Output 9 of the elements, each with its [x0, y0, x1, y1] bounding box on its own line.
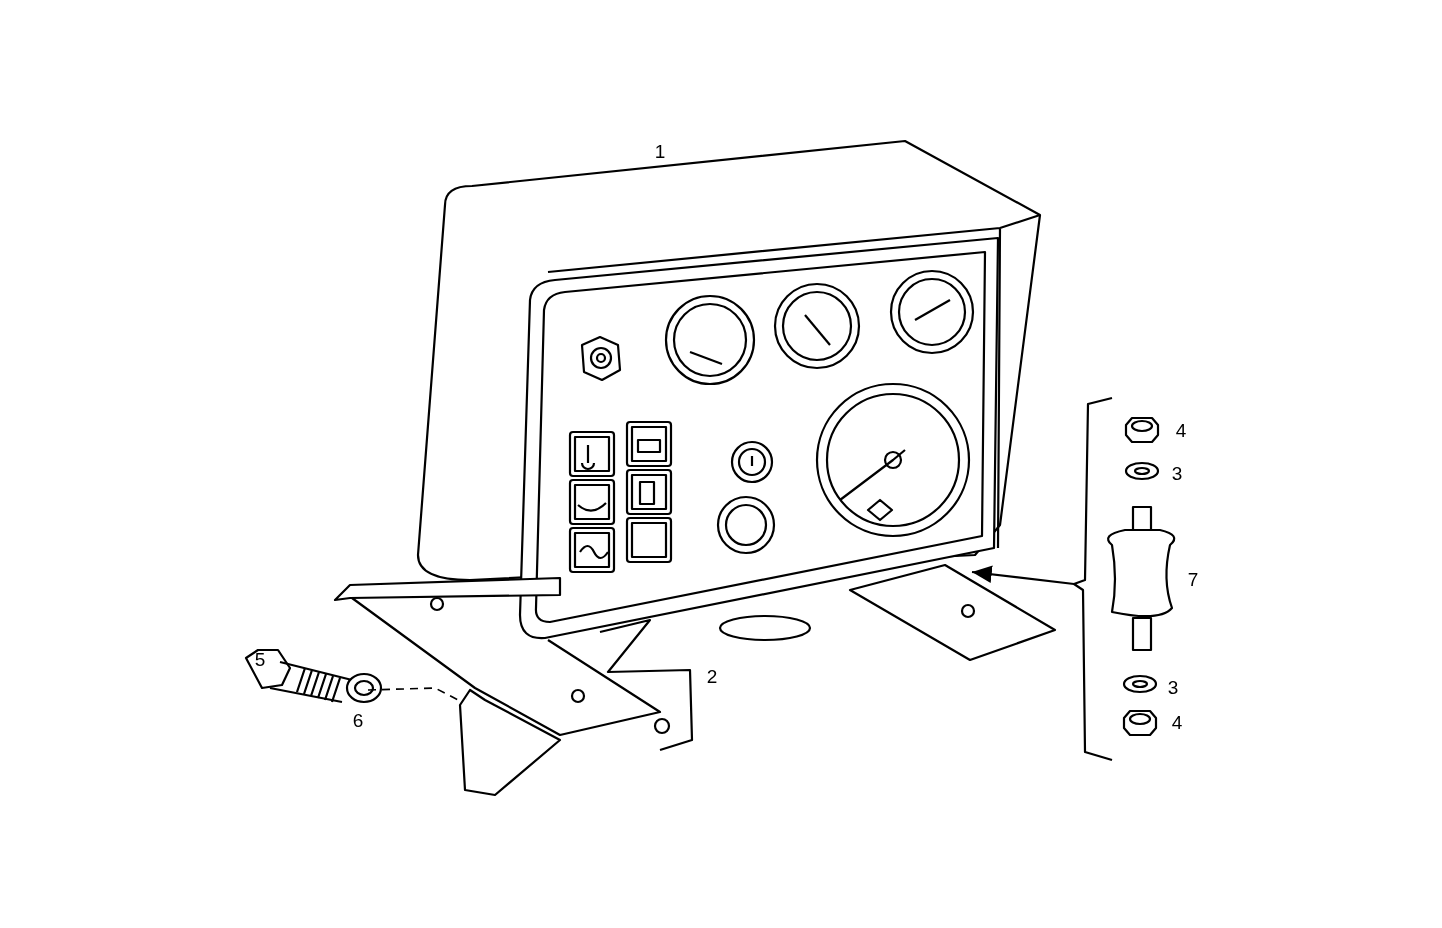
callout-number: 3	[1167, 678, 1179, 698]
callout-number: 6	[352, 711, 364, 731]
callout-number: 7	[1187, 570, 1199, 590]
callout-number: 3	[1171, 464, 1183, 484]
callout-number: 1	[654, 142, 666, 162]
callout-number: 5	[254, 650, 266, 670]
callout-number: 4	[1171, 713, 1183, 733]
callout-number: 4	[1175, 421, 1187, 441]
callout-number: 2	[706, 667, 718, 687]
